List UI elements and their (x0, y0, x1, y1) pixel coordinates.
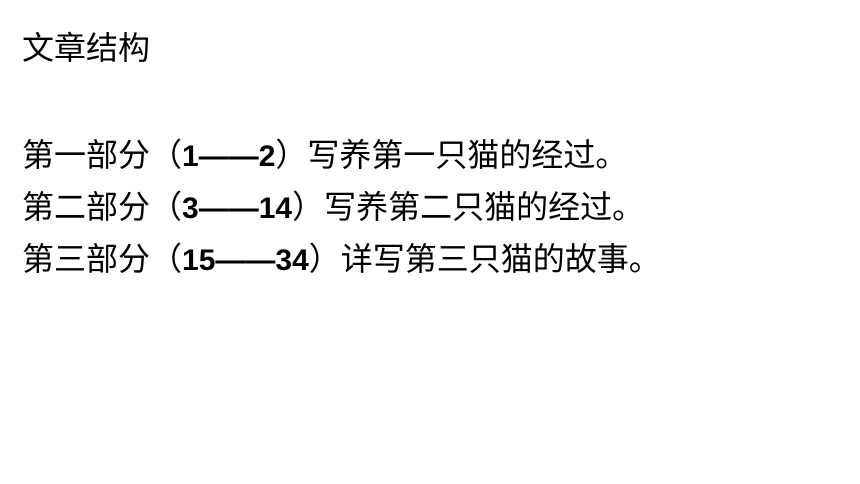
part-range: 1——2 (182, 140, 276, 173)
part-prefix: 第二部分（ (22, 188, 183, 226)
part-prefix: 第三部分（ (22, 240, 183, 278)
part-suffix: ）写养第一只猫的经过。 (275, 136, 628, 174)
part-suffix: ）详写第三只猫的故事。 (308, 240, 661, 278)
part-range: 3——14 (182, 192, 293, 225)
part-line-3: 第三部分（15——34）详写第三只猫的故事。 (22, 234, 661, 286)
part-suffix: ）写养第二只猫的经过。 (292, 188, 645, 226)
part-prefix: 第一部分（ (22, 136, 183, 174)
part-line-1: 第一部分（1——2）写养第一只猫的经过。 (22, 130, 661, 182)
part-range: 15——34 (182, 244, 309, 277)
part-line-2: 第二部分（3——14）写养第二只猫的经过。 (22, 182, 661, 234)
structure-list: 第一部分（1——2）写养第一只猫的经过。 第二部分（3——14）写养第二只猫的经… (22, 130, 661, 286)
slide-title: 文章结构 (22, 29, 151, 67)
